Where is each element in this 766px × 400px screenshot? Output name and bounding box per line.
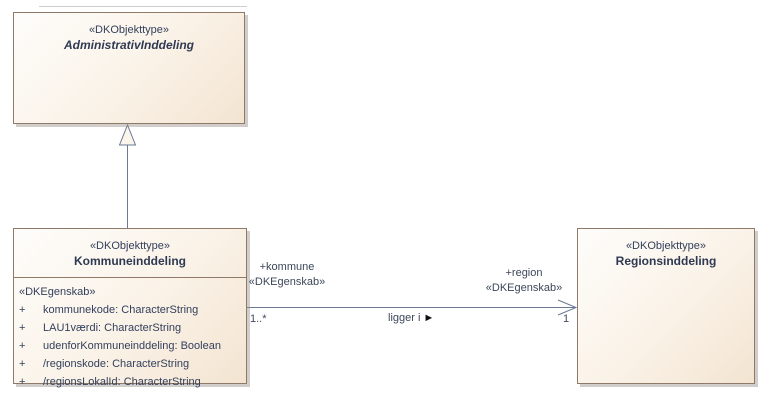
attribute-text: kommunekode: CharacterString (43, 304, 199, 316)
visibility-symbol: + (19, 358, 26, 370)
class-stereotype: «DKObjekttype» (89, 240, 171, 252)
target-role-name: +region (505, 267, 543, 279)
class-kommuneinddeling[interactable]: «DKObjekttype» Kommuneinddeling «DKEgens… (13, 228, 247, 388)
class-header: «DKObjekttype» Kommuneinddeling (14, 229, 246, 268)
class-administrativinddeling[interactable]: «DKObjekttype» AdministrativInddeling (13, 12, 245, 124)
attribute-text: LAU1værdi: CharacterString (43, 322, 182, 334)
class-regionsinddeling[interactable]: «DKObjekttype» Regionsinddeling (577, 228, 755, 384)
class-name: Kommuneinddeling (74, 254, 186, 268)
visibility-symbol: + (19, 376, 26, 388)
generalization-triangle-icon (118, 123, 137, 146)
source-role-stereotype: «DKEgenskab» (248, 276, 326, 288)
source-role-name: +kommune (259, 261, 315, 273)
class-header: «DKObjekttype» AdministrativInddeling (14, 13, 244, 52)
source-role-label: +kommune «DKEgenskab» (242, 260, 332, 290)
attribute-row[interactable]: + kommunekode: CharacterString (19, 301, 244, 319)
attribute-stereotype: «DKEgenskab» (19, 286, 96, 298)
cropped-element-edge (39, 6, 247, 7)
visibility-symbol: + (19, 322, 26, 334)
attribute-row[interactable]: + /regionskode: CharacterString (19, 355, 244, 373)
class-name: AdministrativInddeling (63, 38, 194, 52)
attribute-text: udenforKommuneinddeling: Boolean (43, 340, 221, 352)
open-arrowhead-icon (557, 299, 578, 316)
direction-triangle-icon: ► (423, 312, 435, 324)
generalization-connector[interactable] (118, 123, 137, 228)
target-multiplicity: 1 (563, 313, 570, 325)
attribute-row[interactable]: + /regionsLokalId: CharacterString (19, 373, 244, 391)
attribute-compartment: «DKEgenskab» + kommunekode: CharacterStri… (14, 277, 246, 391)
target-role-label: +region «DKEgenskab» (478, 266, 570, 296)
class-header: «DKObjekttype» Regionsinddeling (578, 229, 754, 268)
source-multiplicity: 1..* (250, 313, 267, 325)
class-stereotype: «DKObjekttype» (625, 240, 707, 252)
attribute-text: /regionsLokalId: CharacterString (43, 376, 201, 388)
attribute-row[interactable]: + LAU1værdi: CharacterString (19, 319, 244, 337)
visibility-symbol: + (19, 304, 26, 316)
attribute-row[interactable]: + udenforKommuneinddeling: Boolean (19, 337, 244, 355)
target-role-stereotype: «DKEgenskab» (485, 282, 563, 294)
association-connector[interactable] (247, 299, 578, 316)
association-name-label: ligger i ► (388, 311, 434, 326)
visibility-symbol: + (19, 340, 26, 352)
class-name: Regionsinddeling (615, 254, 717, 268)
class-stereotype: «DKObjekttype» (88, 24, 170, 36)
association-name: ligger i (388, 312, 421, 324)
attribute-text: /regionskode: CharacterString (43, 358, 190, 370)
